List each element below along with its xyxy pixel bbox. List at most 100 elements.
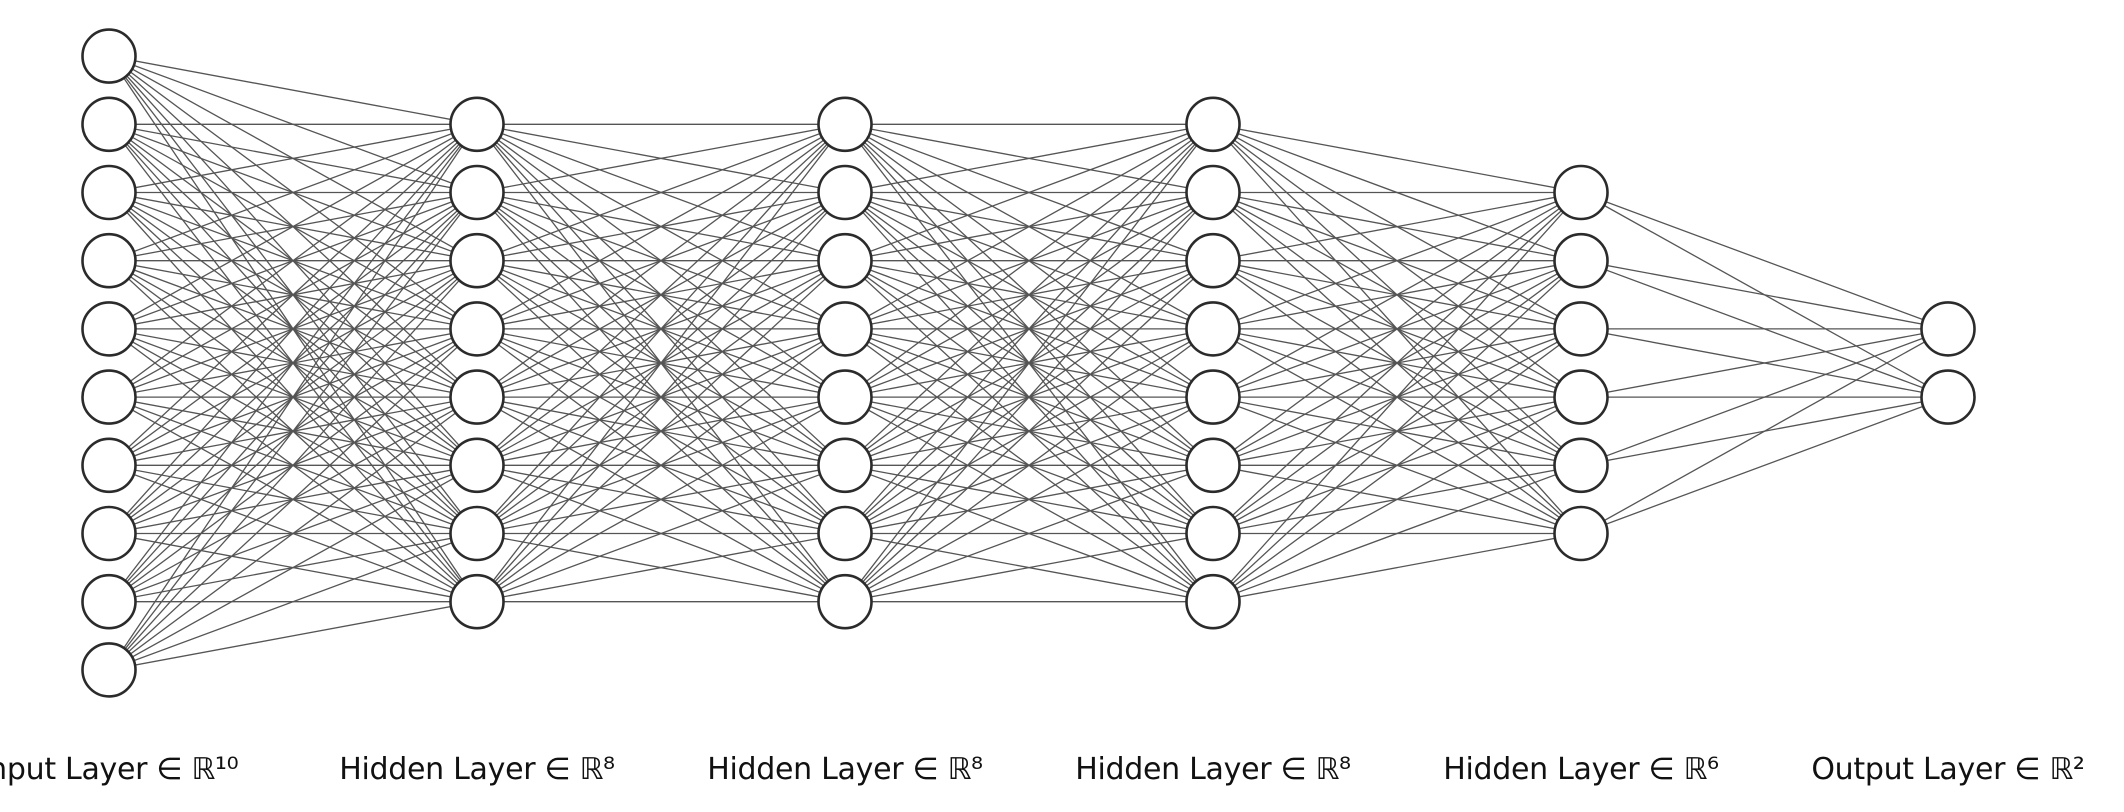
neuron-layer5-unit1 (1920, 369, 1976, 425)
neuron-layer2-unit1 (817, 164, 873, 221)
connection-l1-n1-to-n0 (476, 123, 846, 194)
connection-l1-n2-to-n0 (476, 123, 846, 262)
neuron-layer0-unit3 (81, 232, 137, 289)
connections (108, 55, 1949, 671)
connection-l1-n7-to-n0 (476, 123, 846, 603)
neuron-layer3-unit4 (1185, 369, 1241, 425)
connection-l2-n4-to-n0 (844, 123, 1214, 398)
hidden-layer-1-label: Hidden Layer ∈ ℝ⁸ (339, 752, 615, 787)
connection-l4-n5-to-n1 (1580, 396, 1949, 535)
connection-l2-n1-to-n0 (844, 123, 1214, 194)
connection-l1-n7-to-n5 (476, 464, 846, 603)
neuron-layer2-unit5 (817, 437, 873, 494)
connection-l2-n7-to-n2 (844, 260, 1214, 603)
neuron-layer3-unit1 (1185, 164, 1241, 221)
connection-l4-n0-to-n0 (1580, 191, 1949, 330)
neuron-layer1-unit0 (449, 96, 505, 153)
connection-l3-n2-to-n0 (1212, 191, 1582, 262)
connection-l3-n6-to-n0 (1212, 192, 1582, 534)
neuron-layer1-unit6 (449, 505, 505, 562)
connection-l2-n2-to-n0 (844, 123, 1214, 262)
neuron-layer0-unit5 (81, 369, 137, 425)
connection-l2-n5-to-n0 (844, 123, 1214, 466)
connection-l0-n9-to-n3 (108, 328, 478, 671)
neuron-layer5-unit0 (1920, 301, 1976, 357)
connection-l1-n5-to-n0 (476, 123, 846, 466)
neuron-layer4-unit4 (1553, 437, 1609, 494)
neuron-layer0-unit1 (81, 96, 137, 153)
connection-l3-n7-to-n4 (1212, 464, 1582, 603)
connection-l1-n3-to-n0 (476, 123, 846, 330)
connection-l0-n9-to-n2 (108, 260, 478, 671)
connection-l2-n7-to-n0 (844, 123, 1214, 603)
neuron-layer3-unit3 (1185, 301, 1241, 357)
neuron-layer0-unit7 (81, 505, 137, 562)
connection-l3-n7-to-n1 (1212, 260, 1582, 603)
neuron-layer1-unit7 (449, 573, 505, 630)
connection-l2-n7-to-n5 (844, 464, 1214, 603)
connection-l2-n3-to-n0 (844, 123, 1214, 330)
connection-l2-n7-to-n4 (844, 396, 1214, 603)
neuron-layer0-unit2 (81, 164, 137, 221)
connection-l4-n1-to-n0 (1580, 260, 1949, 330)
connection-l3-n7-to-n0 (1212, 192, 1582, 603)
neuron-layer4-unit0 (1553, 164, 1609, 221)
neuron-layer1-unit5 (449, 437, 505, 494)
connection-l0-n2-to-n0 (108, 123, 478, 194)
connection-l4-n5-to-n0 (1580, 328, 1949, 535)
connection-l3-n0-to-n0 (1212, 123, 1582, 194)
input-layer-label: Input Layer ∈ ℝ¹⁰ (0, 752, 239, 787)
neuron-layer1-unit4 (449, 369, 505, 425)
connection-l0-n9-to-n4 (108, 396, 478, 671)
neuron-layer2-unit4 (817, 369, 873, 425)
connection-l1-n7-to-n1 (476, 192, 846, 603)
connection-l1-n7-to-n6 (476, 532, 846, 603)
connection-l4-n3-to-n0 (1580, 328, 1949, 398)
connection-l4-n4-to-n0 (1580, 328, 1949, 466)
neuron-layer3-unit7 (1185, 573, 1241, 630)
connection-l0-n5-to-n0 (108, 123, 478, 398)
connection-l0-n9-to-n7 (108, 601, 478, 671)
connection-l3-n7-to-n3 (1212, 396, 1582, 603)
connection-l0-n8-to-n0 (108, 123, 478, 603)
neuron-layer1-unit3 (449, 301, 505, 357)
neuron-layer0-unit9 (81, 642, 137, 698)
neuron-layer0-unit4 (81, 301, 137, 357)
connection-l2-n6-to-n0 (844, 123, 1214, 534)
connection-l0-n3-to-n0 (108, 123, 478, 262)
connection-l0-n4-to-n0 (108, 123, 478, 330)
neuron-layer0-unit8 (81, 573, 137, 630)
neuron-layer2-unit2 (817, 232, 873, 289)
neuron-layer2-unit7 (817, 573, 873, 630)
neuron-layer4-unit1 (1553, 232, 1609, 289)
connection-l2-n7-to-n3 (844, 328, 1214, 603)
neuron-layer2-unit0 (817, 96, 873, 153)
neuron-layer1-unit1 (449, 164, 505, 221)
neuron-layer2-unit3 (817, 301, 873, 357)
connection-l2-n7-to-n1 (844, 192, 1214, 603)
neuron-layer1-unit2 (449, 232, 505, 289)
neurons (81, 28, 1976, 698)
connection-l0-n7-to-n0 (108, 123, 478, 534)
neuron-layer4-unit2 (1553, 301, 1609, 357)
connection-l1-n4-to-n0 (476, 123, 846, 398)
neuron-layer0-unit0 (81, 28, 137, 84)
connection-l1-n7-to-n3 (476, 328, 846, 603)
connection-l1-n7-to-n4 (476, 396, 846, 603)
hidden-layer-2-label: Hidden Layer ∈ ℝ⁸ (707, 752, 983, 787)
connection-l0-n9-to-n0 (108, 123, 478, 671)
connection-l0-n9-to-n6 (108, 532, 478, 671)
connection-l3-n7-to-n2 (1212, 328, 1582, 603)
neuron-layer2-unit6 (817, 505, 873, 562)
connection-l1-n6-to-n0 (476, 123, 846, 534)
connection-l3-n3-to-n0 (1212, 191, 1582, 330)
connection-l0-n0-to-n0 (108, 55, 478, 125)
neuron-layer3-unit0 (1185, 96, 1241, 153)
connection-l1-n7-to-n2 (476, 260, 846, 603)
hidden-layer-3-label: Hidden Layer ∈ ℝ⁸ (1075, 752, 1351, 787)
connection-l0-n6-to-n0 (108, 123, 478, 466)
connection-l2-n7-to-n6 (844, 532, 1214, 603)
output-layer-label: Output Layer ∈ ℝ² (1811, 752, 2085, 787)
neuron-layer3-unit2 (1185, 232, 1241, 289)
